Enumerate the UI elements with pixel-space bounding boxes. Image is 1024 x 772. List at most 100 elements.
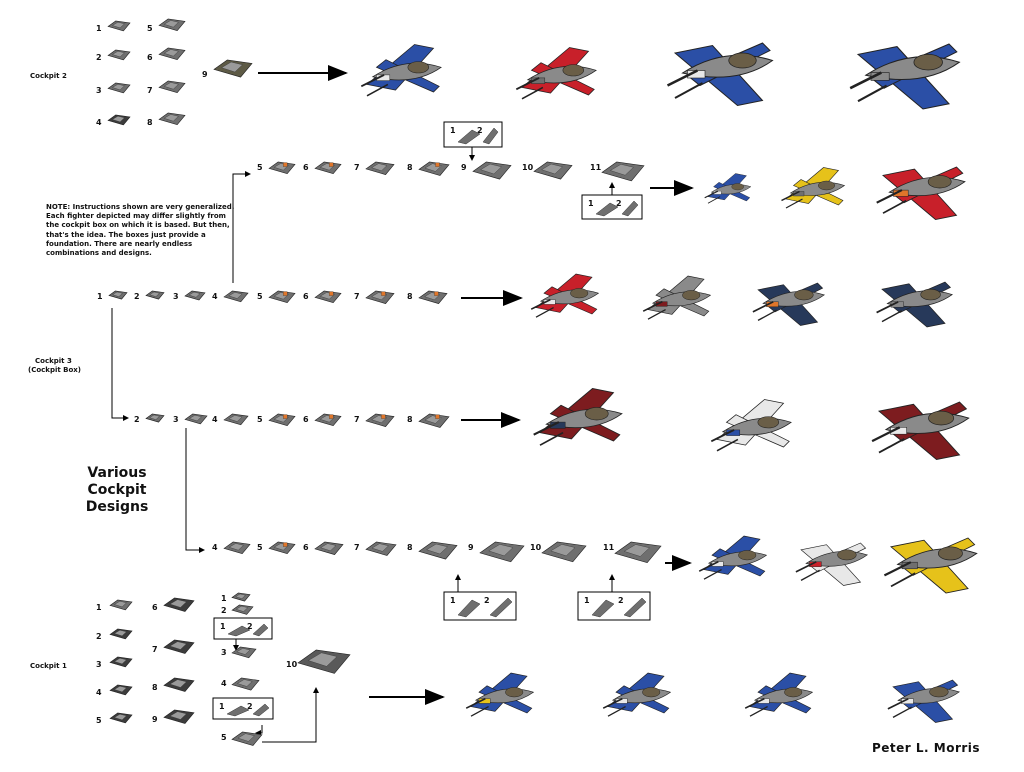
r2-step-1-part xyxy=(314,161,342,175)
c1-sub-step-4-number: 5 xyxy=(221,733,227,742)
r5-step-7-part xyxy=(614,541,662,564)
c1-mid-step-3-number: 9 xyxy=(152,715,158,724)
c2-left-step-3-number: 4 xyxy=(96,118,102,127)
callout-c1-sub-b-label-2: 2 xyxy=(247,702,253,711)
c2-left-step-1-number: 2 xyxy=(96,53,102,62)
r5-step-2-number: 6 xyxy=(303,543,309,552)
c1-left-step-3-part xyxy=(109,684,133,696)
callout-row5-step9-label-2: 2 xyxy=(484,596,490,605)
r4-step-1-number: 3 xyxy=(173,415,179,424)
r5-step-3-number: 7 xyxy=(354,543,360,552)
c1-fighter-3 xyxy=(744,672,814,717)
r3-step-0-part xyxy=(108,290,128,300)
c2-final-step-number: 9 xyxy=(202,70,208,79)
r3-step-0-number: 1 xyxy=(97,292,103,301)
r3-step-5-number: 6 xyxy=(303,292,309,301)
r2-step-5-part xyxy=(533,161,573,180)
c1-left-step-0-part xyxy=(109,599,133,611)
connector-row3-to-row4 xyxy=(111,308,129,421)
connector-lines xyxy=(111,138,615,743)
r2-step-5-number: 10 xyxy=(522,163,534,172)
c2-right-step-1-part xyxy=(158,47,186,61)
r5-step-0-part xyxy=(223,541,251,555)
r5-step-5-part xyxy=(479,541,525,563)
r3-step-7-number: 8 xyxy=(407,292,413,301)
c1-sub-step-2-part xyxy=(231,646,257,659)
r5-step-2-part xyxy=(314,541,344,555)
build-step-parts xyxy=(107,18,662,746)
r4-step-6-part xyxy=(418,413,450,428)
c2-left-step-1-part xyxy=(107,49,131,61)
result-arrows xyxy=(258,65,694,705)
r2-step-6-part xyxy=(601,161,645,182)
r4-step-3-number: 5 xyxy=(257,415,263,424)
r2-step-4-part xyxy=(472,161,512,180)
r3-fighter-1 xyxy=(530,273,600,318)
c2-fighter-1 xyxy=(360,44,442,97)
title-line-1: Various xyxy=(87,465,147,481)
cockpit-2-label: Cockpit 2 xyxy=(30,72,67,80)
c1-mid-step-2-number: 8 xyxy=(152,683,158,692)
c2-left-step-2-part xyxy=(107,82,131,94)
r3-step-6-part xyxy=(365,290,395,304)
c1-left-step-1-part xyxy=(109,628,133,640)
finished-fighters xyxy=(360,42,978,723)
callout-row5-step9-label-1: 1 xyxy=(450,596,456,605)
r3-step-3-number: 4 xyxy=(212,292,218,301)
r2-fighter-3 xyxy=(876,166,966,220)
r3-fighter-4 xyxy=(876,281,953,328)
c1-mid-step-2-part xyxy=(163,677,195,692)
c2-fighter-4 xyxy=(849,43,961,110)
callout-row5-step11-label-2: 2 xyxy=(618,596,624,605)
c1-sub-step-1-number: 2 xyxy=(221,606,227,615)
callout-row2-step9-label-1: 1 xyxy=(450,126,456,135)
c1-final-part xyxy=(297,649,351,674)
r5-fighter-2 xyxy=(795,542,869,586)
r3-step-1-number: 2 xyxy=(134,292,140,301)
c2-fighter-2 xyxy=(515,47,597,100)
c1-fighter-4 xyxy=(887,679,961,723)
callout-row2-step11-label-1: 1 xyxy=(588,199,594,208)
r4-step-1-part xyxy=(184,413,208,425)
r2-step-1-number: 6 xyxy=(303,163,309,172)
c1-sub-step-3-number: 4 xyxy=(221,679,227,688)
r5-fighter-3 xyxy=(883,537,978,594)
r3-fighter-2 xyxy=(642,275,712,320)
r3-step-6-number: 7 xyxy=(354,292,360,301)
callout-c1-sub-b-label-1: 1 xyxy=(219,702,225,711)
r3-step-4-number: 5 xyxy=(257,292,263,301)
instruction-note: NOTE: Instructions shown are very genera… xyxy=(46,203,236,258)
c2-right-step-3-number: 8 xyxy=(147,118,153,127)
r4-step-6-number: 8 xyxy=(407,415,413,424)
c1-left-step-0-number: 1 xyxy=(96,603,102,612)
r5-step-7-number: 11 xyxy=(603,543,615,552)
c2-final-part xyxy=(213,59,253,78)
c2-left-step-0-number: 1 xyxy=(96,24,102,33)
callout-c1-sub-a-label-1: 1 xyxy=(220,622,226,631)
c1-mid-step-3-part xyxy=(163,709,195,724)
c2-right-step-2-part xyxy=(158,80,186,94)
cockpit-box-label: (Cockpit Box) xyxy=(28,366,81,374)
r4-step-4-part xyxy=(314,413,342,427)
c1-left-step-4-part xyxy=(109,712,133,724)
c1-left-step-4-number: 5 xyxy=(96,716,102,725)
c1-left-step-1-number: 2 xyxy=(96,632,102,641)
r2-step-4-number: 9 xyxy=(461,163,467,172)
r3-step-7-part xyxy=(418,290,448,304)
r4-fighter-2 xyxy=(710,399,792,452)
c1-sub-step-2-number: 3 xyxy=(221,648,227,657)
r5-step-3-part xyxy=(365,541,397,556)
c1-fighter-2 xyxy=(602,672,672,717)
c2-left-step-0-part xyxy=(107,20,131,32)
r3-step-5-part xyxy=(314,290,342,304)
connector-row4-to-row5 xyxy=(185,428,205,553)
c1-mid-step-0-number: 6 xyxy=(152,603,158,612)
r5-step-6-number: 10 xyxy=(530,543,542,552)
cockpit-3-label: Cockpit 3 xyxy=(35,357,72,365)
r2-step-2-part xyxy=(365,161,395,175)
